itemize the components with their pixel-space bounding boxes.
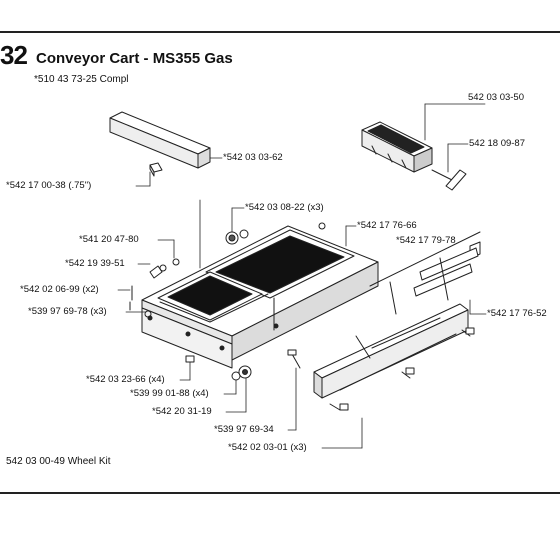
label-542-17-76-66: *542 17 76-66: [357, 220, 417, 231]
label-542-03-03-62: *542 03 03-62: [223, 152, 283, 163]
t-handle-part: [431, 169, 467, 191]
leader-lines: [117, 103, 487, 449]
bottom-divider: [0, 492, 560, 494]
small-key-part: [149, 162, 163, 177]
top-divider: [0, 31, 560, 33]
label-542-17-79-78: *542 17 79-78: [396, 235, 456, 246]
top-support-bar: [109, 111, 211, 169]
angle-bracket-part: [313, 303, 469, 399]
label-542-17-00-38: *542 17 00-38 (.75"): [6, 180, 92, 191]
label-542-17-76-52: *542 17 76-52: [487, 308, 547, 319]
label-542-03-08-22: *542 03 08-22 (x3): [245, 202, 324, 213]
label-542-02-06-99: *542 02 06-99 (x2): [20, 284, 99, 295]
label-542-03-23-66: *542 03 23-66 (x4): [86, 374, 165, 385]
label-542-19-39-51: *542 19 39-51: [65, 258, 125, 269]
label-539-97-69-34: *539 97 69-34: [214, 424, 274, 435]
label-542-02-03-01: *542 02 03-01 (x3): [228, 442, 307, 453]
label-542-18-09-87: 542 18 09-87: [469, 138, 525, 149]
brace-lines: [355, 231, 481, 359]
label-542-03-03-50: 542 03 03-50: [468, 92, 524, 103]
label-539-97-69-78: *539 97 69-78 (x3): [28, 306, 107, 317]
label-539-99-01-88: *539 99 01-88 (x4): [130, 388, 209, 399]
wheel-kit-note: 542 03 00-49 Wheel Kit: [6, 456, 111, 467]
cart-body: [141, 225, 379, 369]
section-number: 32: [0, 40, 28, 70]
page-title: Conveyor Cart - MS355 Gas: [36, 50, 233, 67]
assembly-part-number: *510 43 73-25 Compl: [34, 74, 129, 85]
label-541-20-47-80: *541 20 47-80: [79, 234, 139, 245]
label-542-20-31-19: *542 20 31-19: [152, 406, 212, 417]
side-rail-parts: [413, 241, 481, 297]
control-box-part: [361, 121, 433, 173]
